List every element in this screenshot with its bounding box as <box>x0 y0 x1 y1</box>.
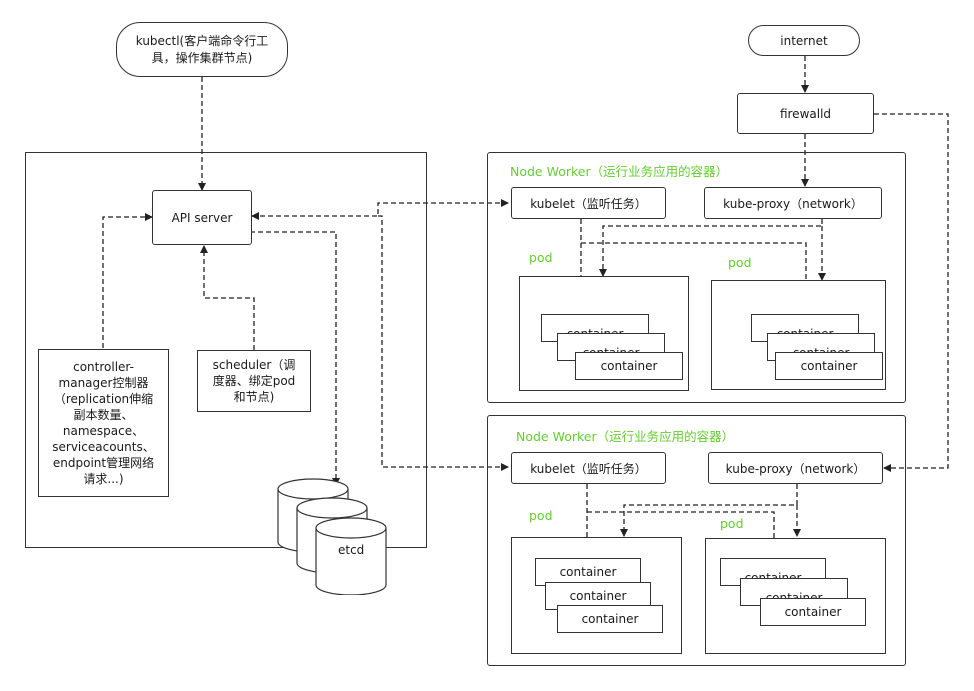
api-server-label: API server <box>171 210 233 225</box>
cm-line-3: （replication伸缩 <box>53 392 154 406</box>
cm-line-4: 副本数量、 <box>73 408 134 422</box>
internet-label: internet <box>780 33 828 48</box>
node-worker-1-frame <box>487 152 906 403</box>
etcd-label: etcd <box>338 543 365 557</box>
master-node-frame <box>25 152 427 548</box>
scheduler-line-3: 和节点) <box>233 390 275 404</box>
kubectl-line2: 具，操作集群节点) <box>151 50 253 65</box>
cm-line-8: 请求...) <box>83 472 124 486</box>
kube-proxy-1-label: kube-proxy（network） <box>723 196 863 211</box>
scheduler-line-2: 度器、绑定pod <box>212 374 296 388</box>
node-worker-1-pod-right-label: pod <box>728 255 752 270</box>
scheduler-line-1: scheduler（调 <box>212 358 296 372</box>
node-worker-2-pod-right-container-3: container <box>760 598 866 626</box>
cm-line-5: namespace、 <box>62 424 145 438</box>
node-worker-2-pod-left-label: pod <box>529 508 553 523</box>
node-worker-2-pod-left-container-3: container <box>557 605 663 633</box>
node-worker-2-pod-right-label: pod <box>720 516 744 531</box>
kubectl-node: kubectl(客户端命令行工 具，操作集群节点) <box>116 22 288 77</box>
node-worker-2-kubelet: kubelet（监听任务） <box>511 452 666 484</box>
scheduler-text: scheduler（调 度器、绑定pod 和节点) <box>198 357 310 405</box>
etcd-database-icon <box>277 478 387 595</box>
node-worker-1-pod-right-container-3: container <box>775 352 883 380</box>
internet-node: internet <box>748 25 860 56</box>
node-worker-2-title: Node Worker（运行业务应用的容器） <box>516 429 735 444</box>
kube-proxy-2-label: kube-proxy（network） <box>725 461 866 476</box>
node-worker-2-pod-left-container-1: container <box>535 558 641 586</box>
node-worker-1-kubelet: kubelet（监听任务） <box>511 187 666 219</box>
kubelet-1-label: kubelet（监听任务） <box>530 196 647 211</box>
node-worker-2-kube-proxy: kube-proxy（network） <box>708 452 883 484</box>
controller-manager-text: controller- manager控制器 （replication伸缩 副本… <box>39 359 168 487</box>
cm-line-7: endpoint管理网络 <box>52 456 155 470</box>
node-worker-1-kube-proxy: kube-proxy（network） <box>704 187 882 219</box>
scheduler-node: scheduler（调 度器、绑定pod 和节点) <box>197 350 311 412</box>
controller-manager-node: controller- manager控制器 （replication伸缩 副本… <box>38 349 169 497</box>
cm-line-2: manager控制器 <box>58 376 149 390</box>
node-worker-1-title: Node Worker（运行业务应用的容器） <box>510 164 729 179</box>
node-worker-1-pod-left-label: pod <box>529 250 553 265</box>
cm-line-1: controller- <box>73 360 134 374</box>
kubelet-2-label: kubelet（监听任务） <box>530 461 647 476</box>
firewalld-label: firewalld <box>779 106 832 121</box>
node-worker-2-frame <box>487 415 906 666</box>
api-server-node: API server <box>152 190 252 245</box>
node-worker-1-pod-left-container-3: container <box>575 352 683 380</box>
firewalld-node: firewalld <box>737 93 874 134</box>
cm-line-6: serviceacounts、 <box>52 440 155 454</box>
kubectl-line1: kubectl(客户端命令行工 <box>135 33 269 48</box>
